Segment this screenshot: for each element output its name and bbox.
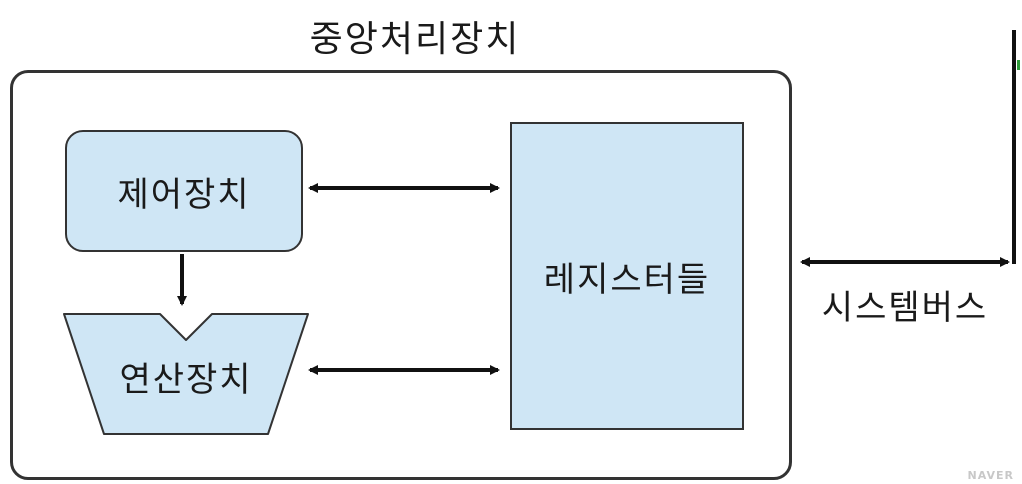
alu-node: 연산장치 [62, 312, 310, 436]
alu-shape [63, 313, 309, 435]
control-unit-label: 제어장치 [117, 174, 251, 215]
diagram-title: 중앙처리장치 [309, 19, 521, 60]
system-bus-marker [1017, 60, 1020, 70]
registers-node: 레지스터들 [510, 122, 744, 430]
naver-watermark: NAVER [967, 469, 1014, 482]
control-unit-node: 제어장치 [65, 130, 303, 252]
registers-label: 레지스터들 [543, 259, 711, 300]
system-bus-line [1012, 30, 1016, 264]
alu-label: 연산장치 [119, 360, 253, 400]
system-bus-label: 시스템버스 [821, 288, 989, 328]
